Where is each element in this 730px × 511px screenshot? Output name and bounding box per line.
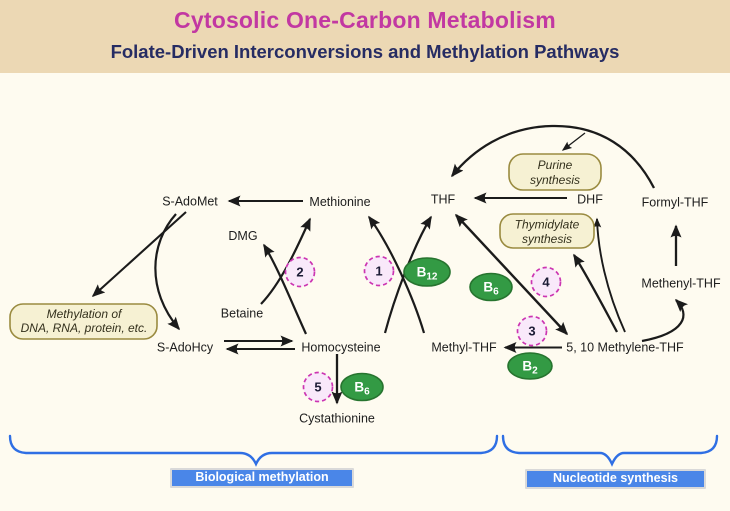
step-1-badge: 1 [363,255,395,287]
arrow-formylthf-to-thf-arc [451,124,656,189]
b6-oval-cystathionine [340,372,384,402]
b12-cofactor-badge: B12 [403,257,451,287]
step-3-number: 3 [528,324,535,339]
methylation-box-line1: Methylation of [47,307,123,321]
step-1-number: 1 [375,264,382,279]
node-methionine: Methionine [309,195,370,209]
nucleotide-synthesis-brace [501,434,719,467]
arrow-methylenethf-to-thymidylate-box [573,253,619,333]
page-subtitle: Folate-Driven Interconversions and Methy… [110,41,620,62]
b6-label-methylene: B6 [483,280,499,298]
pathway-diagram: Methylation of DNA, RNA, protein, etc. P… [8,124,721,467]
node-dhf: DHF [577,193,603,207]
arrow-methylenethf-to-methenylthf [641,298,689,343]
b2-oval [507,352,553,380]
b6-label-cystathionine: B6 [354,380,370,398]
node-s-adomet: S-AdoMet [162,195,218,209]
arrow-homocysteine-to-dmg [263,243,308,335]
arrow-methylthf-to-methionine [368,215,426,334]
b6-oval-methylene [469,272,513,302]
node-cystathionine: Cystathionine [299,412,375,426]
step-5-badge: 5 [302,371,334,403]
thymidylate-box-line2: synthesis [522,232,572,246]
step-3-badge: 3 [516,315,548,347]
page-title: Cytosolic One-Carbon Metabolism [174,7,556,33]
purine-box-shape [508,153,602,191]
step-4-circle [530,266,562,298]
arrow-thf-methylenethf-reversible [454,213,569,336]
thymidylate-box-shape [499,213,595,249]
purine-box-line1: Purine [538,158,573,172]
step-4-badge: 4 [530,266,562,298]
step-3-circle [516,315,548,347]
header: Cytosolic One-Carbon Metabolism Folate-D… [0,0,730,73]
node-methyl-thf: Methyl-THF [431,341,497,355]
node-thf: THF [431,193,456,207]
thymidylate-synthesis-box: Thymidylate synthesis [499,213,595,249]
node-formyl-thf: Formyl-THF [642,196,709,210]
b6-cofactor-badge-cystathionine: B6 [340,372,384,402]
biological-methylation-label: Biological methylation [170,468,354,488]
methylation-box-shape [9,303,158,340]
arrow-sadomet-to-sadohcy [154,213,180,331]
methylation-box-line2: DNA, RNA, protein, etc. [21,321,148,335]
step-4-number: 4 [542,275,550,290]
step-1-circle [363,255,395,287]
methylation-products-box: Methylation of DNA, RNA, protein, etc. [9,303,158,340]
biological-methylation-brace [8,434,499,467]
step-2-badge: 2 [284,256,316,288]
arrow-methylenethf-to-dhf [593,217,626,333]
node-betaine: Betaine [221,307,263,321]
step-5-number: 5 [314,380,321,395]
step-2-number: 2 [296,265,303,280]
node-s-adohcy: S-AdoHcy [157,341,214,355]
b12-oval [403,257,451,287]
b2-cofactor-badge: B2 [507,352,553,380]
purine-synthesis-box: Purine synthesis [508,153,602,191]
b6-cofactor-badge-methylene: B6 [469,272,513,302]
arrow-sadomet-to-methylation-box [91,211,187,298]
purine-box-line2: synthesis [530,173,580,187]
arrow-branch-to-purine-synthesis [561,132,586,151]
b2-label: B2 [522,359,538,377]
step-2-circle [284,256,316,288]
b12-label: B12 [417,265,438,283]
node-homocysteine: Homocysteine [301,341,380,355]
node-methenyl-thf: Methenyl-THF [641,277,721,291]
nucleotide-synthesis-label: Nucleotide synthesis [525,469,706,489]
step-5-circle [302,371,334,403]
node-dmg: DMG [228,229,257,243]
node-5-10-methylene-thf: 5, 10 Methylene-THF [566,341,684,355]
thymidylate-box-line1: Thymidylate [515,218,580,232]
